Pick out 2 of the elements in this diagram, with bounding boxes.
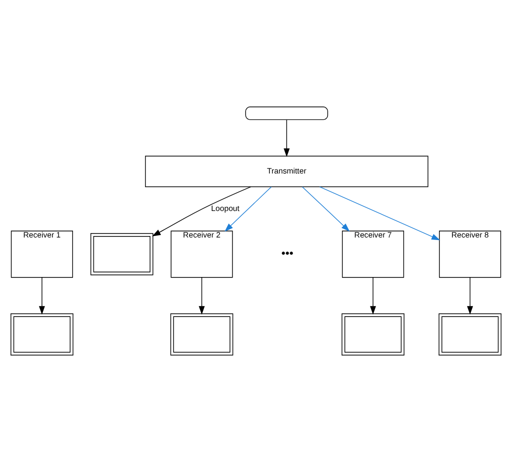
label: ••• <box>281 247 294 260</box>
edge-label: Loopout <box>211 203 240 212</box>
